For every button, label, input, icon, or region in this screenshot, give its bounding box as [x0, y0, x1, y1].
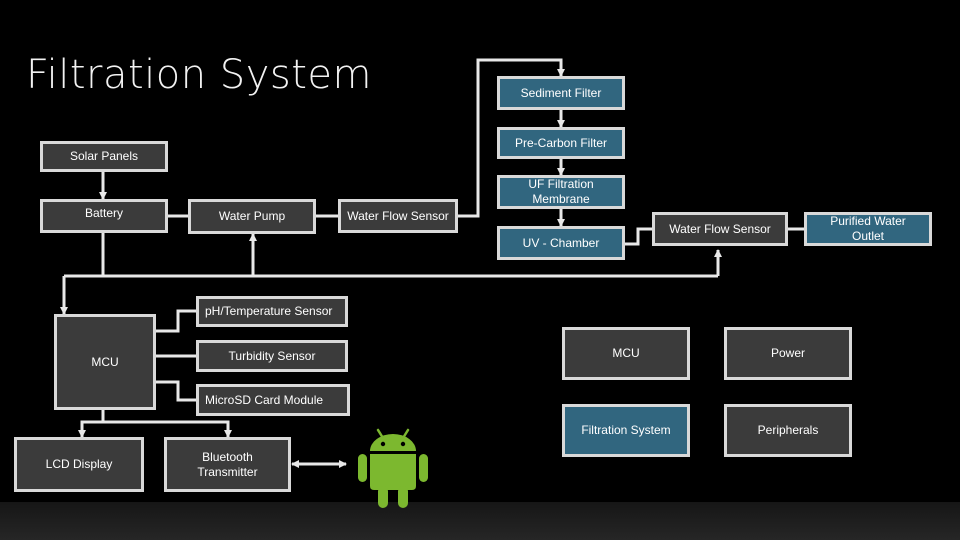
- water-pump-block: Water Pump: [188, 199, 316, 234]
- battery-block: Battery: [40, 199, 168, 233]
- wire-mcu-lcd: [78, 410, 105, 438]
- solar-panels-block: Solar Panels: [40, 141, 168, 172]
- slide-title: Filtration System: [26, 52, 372, 98]
- pre-carbon-filter-block: Pre-Carbon Filter: [497, 127, 625, 159]
- legend-filtration-system: Filtration System: [562, 404, 690, 457]
- android-robot-icon: [358, 428, 428, 508]
- uv-chamber-block: UV - Chamber: [497, 226, 625, 260]
- legend-mcu: MCU: [562, 327, 690, 380]
- wire-uv-flowsensor2: [624, 227, 652, 246]
- bottom-band: [0, 502, 960, 540]
- lcd-display-block: LCD Display: [14, 437, 144, 492]
- ph-temperature-sensor-block: pH/Temperature Sensor: [196, 296, 348, 327]
- microsd-card-module-block: MicroSD Card Module: [196, 384, 350, 416]
- wire-mcu-bluetooth: [103, 420, 232, 438]
- water-flow-sensor-block: Water Flow Sensor: [338, 199, 458, 233]
- water-flow-sensor-2-block: Water Flow Sensor: [652, 212, 788, 246]
- uf-membrane-block: UF Filtration Membrane: [497, 175, 625, 209]
- wire-mcu-ph: [155, 309, 196, 333]
- sediment-filter-block: Sediment Filter: [497, 76, 625, 110]
- legend-power: Power: [724, 327, 852, 380]
- turbidity-sensor-block: Turbidity Sensor: [196, 340, 348, 372]
- mcu-block: MCU: [54, 314, 156, 410]
- wire-flowsensor-sediment: [458, 58, 565, 218]
- wire-mcu-microsd: [155, 380, 196, 402]
- bluetooth-transmitter-block: Bluetooth Transmitter: [164, 437, 291, 492]
- purified-water-outlet-block: Purified Water Outlet: [804, 212, 932, 246]
- legend-peripherals: Peripherals: [724, 404, 852, 457]
